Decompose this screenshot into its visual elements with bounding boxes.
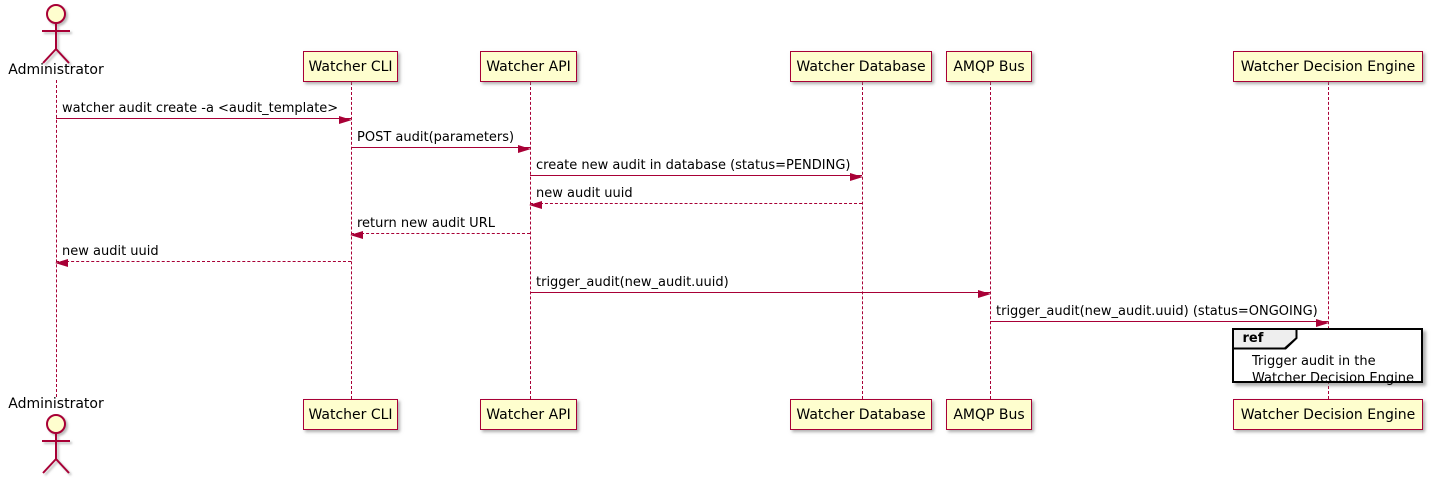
ref-line-1: Trigger audit in the xyxy=(1252,354,1376,369)
message-5-label: return new audit URL xyxy=(357,216,495,231)
lifeline-amqp-bus xyxy=(990,82,991,399)
message-8-label: trigger_audit(new_audit.uuid) (status=ON… xyxy=(996,304,1318,319)
arrowhead-right-icon xyxy=(978,289,991,298)
participant-watcher-database-bottom: Watcher Database xyxy=(790,399,932,430)
arrowhead-right-icon xyxy=(1316,318,1329,327)
message-6: new audit uuid xyxy=(55,243,351,267)
arrowhead-right-icon xyxy=(850,172,863,181)
lifeline-watcher-decision-engine xyxy=(1328,82,1329,399)
arrowhead-left-icon xyxy=(529,200,542,209)
message-4-label: new audit uuid xyxy=(536,186,633,201)
ref-tag: ref xyxy=(1233,329,1298,350)
message-3-label: create new audit in database (status=PEN… xyxy=(536,158,851,173)
arrowhead-right-icon xyxy=(339,115,352,124)
arrowhead-left-icon xyxy=(55,258,68,267)
actor-icon xyxy=(42,4,70,64)
message-8: trigger_audit(new_audit.uuid) (status=ON… xyxy=(990,303,1329,327)
message-5: return new audit URL xyxy=(350,215,530,239)
actor-icon xyxy=(42,414,70,474)
message-4: new audit uuid xyxy=(529,185,862,209)
ref-line-2: Watcher Decision Engine xyxy=(1252,371,1414,386)
message-7-label: trigger_audit(new_audit.uuid) xyxy=(536,275,729,290)
participant-amqp-bus-top: AMQP Bus xyxy=(946,51,1032,82)
actor-label-top: Administrator xyxy=(8,62,104,78)
ref-keyword: ref xyxy=(1242,331,1264,346)
message-2-label: POST audit(parameters) xyxy=(357,130,515,145)
participant-watcher-api-bottom: Watcher API xyxy=(480,399,577,430)
message-7: trigger_audit(new_audit.uuid) xyxy=(530,274,991,298)
participant-amqp-bus-bottom: AMQP Bus xyxy=(946,399,1032,430)
ref-body: Trigger audit in the Watcher Decision En… xyxy=(1252,353,1414,387)
participant-watcher-api-top: Watcher API xyxy=(480,51,577,82)
message-1-label: watcher audit create -a <audit_template> xyxy=(62,101,339,116)
participant-watcher-cli-bottom: Watcher CLI xyxy=(303,399,398,430)
participant-watcher-database-top: Watcher Database xyxy=(790,51,932,82)
message-3: create new audit in database (status=PEN… xyxy=(530,157,863,181)
lifeline-watcher-database xyxy=(862,82,863,399)
participant-watcher-decision-engine-top: Watcher Decision Engine xyxy=(1233,51,1423,82)
arrowhead-right-icon xyxy=(518,144,531,153)
ref-tag-inner: ref xyxy=(1233,329,1296,348)
participant-watcher-cli-top: Watcher CLI xyxy=(303,51,398,82)
lifeline-watcher-api xyxy=(530,82,531,399)
message-2: POST audit(parameters) xyxy=(351,129,531,153)
arrowhead-left-icon xyxy=(350,230,363,239)
lifeline-administrator xyxy=(56,80,57,397)
message-6-label: new audit uuid xyxy=(62,244,159,259)
lifeline-watcher-cli xyxy=(351,82,352,399)
participant-watcher-decision-engine-bottom: Watcher Decision Engine xyxy=(1233,399,1423,430)
actor-label-bottom: Administrator xyxy=(8,396,104,412)
message-1: watcher audit create -a <audit_template> xyxy=(56,100,352,124)
ref-fragment: ref Trigger audit in the Watcher Decisio… xyxy=(1232,328,1423,386)
